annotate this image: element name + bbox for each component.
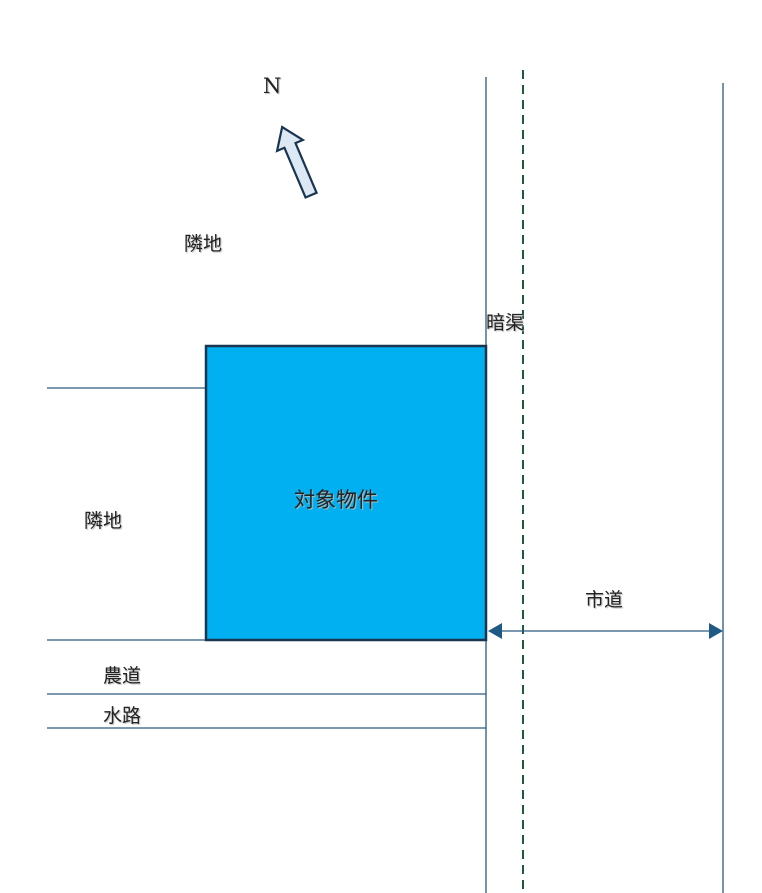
dimension-arrowhead-left-icon xyxy=(488,623,502,639)
farm-road-label: 農道 xyxy=(103,665,142,687)
city-road-label: 市道 xyxy=(585,589,624,611)
subject-property-parcel xyxy=(204,344,488,642)
waterway-label: 水路 xyxy=(103,705,142,727)
north-arrow-icon xyxy=(275,125,319,199)
dimension-arrowhead-right-icon xyxy=(709,623,723,639)
neighbor-west-label: 隣地 xyxy=(84,510,123,532)
culvert-label: 暗渠 xyxy=(486,312,525,334)
subject-property-label: 対象物件 xyxy=(294,488,378,512)
neighbor-north-label: 隣地 xyxy=(184,233,223,255)
north-label: N xyxy=(263,74,282,98)
